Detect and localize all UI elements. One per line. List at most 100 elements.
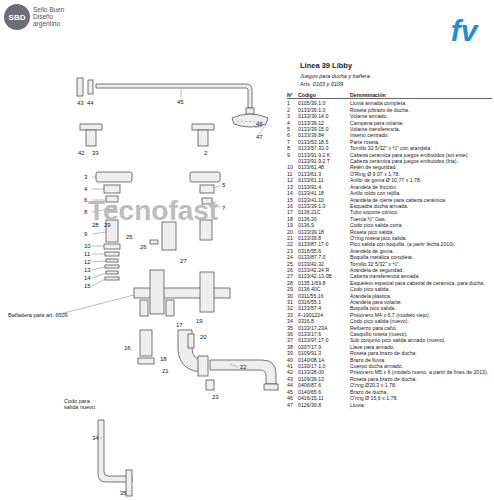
table-cell: 34 [287,318,298,324]
callout-number: 34 [92,435,99,442]
table-cell: 0133/28.00 [298,369,350,375]
table-cell: Arandela de cierre para cabeza cerámica. [350,197,492,203]
table-cell: Tornillo 32 5/32" x ½" con arandela. [350,145,492,151]
table-row: 340316.8Codo pico salida (nuevo). [287,318,492,324]
table-cell: Tubo soporte cónico. [350,209,492,215]
table-row: 380207/17.9Llave para armado. [287,344,492,350]
table-cell: 19 [287,222,298,228]
callout-number: 13 [84,267,91,274]
table-cell: 31 [287,299,298,305]
table-cell: 4 [287,120,298,126]
table-row: 0133/91.9.2 TCabeza cerámica para juegos… [287,158,492,164]
table-cell: 0136.21C [298,209,350,215]
table-cell: 0133/91.9.2 K [298,152,350,158]
table-cell: 10 [287,164,298,170]
table-cell: Cabeza cerámica para juegos embutidos (f… [350,158,492,164]
table-cell: 14 [287,190,298,196]
table-cell: Llave para armado. [350,344,492,350]
table-cell: Retén de seguridad. [350,164,492,170]
table-cell: 0133/39.8 [298,235,350,241]
table-cell: 0133/39.15.0 [298,126,350,132]
callout-number: 18 [160,356,167,363]
table-cell: 7 [287,139,298,145]
table-cell: Campana para volante. [350,120,492,126]
callout-number: 42 [78,150,85,157]
table-cell: 0133/87.17.0 [298,241,350,247]
table-row: 260133/42.24 RArandela de seguridad. [287,267,492,273]
table-cell: 23 [287,248,298,254]
table-cell: 0133/42.13.0B [298,273,350,279]
note-text: Bañadera para art. 0109 [8,312,68,318]
table-cell: Prisionero M5 x 6 (modelo nuevo, a parti… [350,369,492,375]
table-cell: O'ring Ø 15,6 x 1,78. [350,395,492,401]
table-row: 110133/61.3O'Ring Ø 9,07 x 1,78. [287,171,492,177]
table-row: 280135.1/69.8Esqueleto especial para cab… [287,280,492,286]
table-row: 310316/55.1Arandela para volante. [287,299,492,305]
callout-number: 22 [240,364,247,371]
table-cell: 0133/87.7.0 [298,254,350,260]
table-cell: 24 [287,254,298,260]
table-cell: 0105/39.1.0 [298,100,350,106]
table-cell: Roseta pico salida. [350,229,492,235]
table-cell: Esquadra ducha armada. [350,203,492,209]
table-cell: 0133/39.84 [298,132,350,138]
table-cell: 0136.40C [298,286,350,292]
table-cell: 0133/39.18 [298,229,350,235]
logo-circle: SBD [4,4,30,30]
callout-number: 3 [84,174,87,181]
table-cell: Volante armado. [350,113,492,119]
callout-number: 27 [180,258,187,265]
table-cell: 37 [287,337,298,343]
table-cell: 21 [287,235,298,241]
table-cell: 8 [287,145,298,151]
table-cell: 29 [287,286,298,292]
table-cell: Cabeza cerámica para juegos embutidos (s… [350,152,492,158]
table-cell: 0133/42.24 R [298,267,350,273]
callout-number: 25 [126,234,133,241]
table-row: 100133/61.48Retén de seguridad. [287,164,492,170]
table-row: 390109/91.3Roseta para brazo de ducha. [287,350,492,356]
callout-number: 44 [87,100,94,107]
table-cell: Denominación [350,92,492,98]
table-cell: N° [287,92,298,98]
table-cell: 0133/39.1.0 [298,203,350,209]
table-cell: 0416/15.11 [298,395,350,401]
table-cell: 0316.8 [298,318,350,324]
table-cell: Anillo de goma Ø 10,77 x 1,78. [350,177,492,183]
table-cell: 30 [287,293,298,299]
table-cell: 27 [287,273,298,279]
table-row: 450140/65.6Brazo de ducha. [287,389,492,395]
callout-number: 47 [256,134,263,141]
table-cell: Arandela para volante. [350,299,492,305]
table-cell: 0133/17.6 [298,331,350,337]
table-cell: 0133/39.1.0 [298,107,350,113]
table-row: 320133/57.4Boquilla pico salida. [287,305,492,311]
table-row: 50133/39.15.0Volante transferencia. [287,126,492,132]
table-row: 70133/53.18.5Parte roseta. [287,139,492,145]
table-cell: 35 [287,325,298,331]
callout-number: 46 [256,121,263,128]
table-cell: 20 [287,229,298,235]
callout-number: 7 [222,205,225,212]
table-cell: 2 [287,107,298,113]
callout-number: 4 [84,186,87,193]
callout-number: 15 [84,283,91,290]
table-row: 90133/91.9.2 KCabeza cerámica para juego… [287,152,492,158]
table-cell: Cabeza transferencia armada. [350,273,492,279]
table-cell: 0133/39.14.0 [298,113,350,119]
table-row: 120133/61.11Anillo de goma Ø 10,77 x 1,7… [287,177,492,183]
table-cell: O'Ring Ø 9,07 x 1,78. [350,171,492,177]
table-cell: Pico salida con boquilla. (a partir fech… [350,241,492,247]
callout-number: 26 [140,244,147,251]
table-row: 200133/39.18Roseta pico salida. [287,229,492,235]
table-cell: 0133/97.17.0 [298,337,350,343]
table-row: 460416/15.11O'ring Ø 15,6 x 1,78. [287,395,492,401]
table-cell: 0133/91.9.2 T [298,158,350,164]
table-cell: Codo pico salida corta. [350,222,492,228]
table-cell: Cuerpo ducha armado. [350,363,492,369]
callout-number: 45 [177,99,184,106]
callout-number: 14 [84,275,91,282]
table-cell: 13 [287,184,298,190]
callout-number: 20 [200,334,207,341]
table-cell: 0130/17.1.0 [298,363,350,369]
